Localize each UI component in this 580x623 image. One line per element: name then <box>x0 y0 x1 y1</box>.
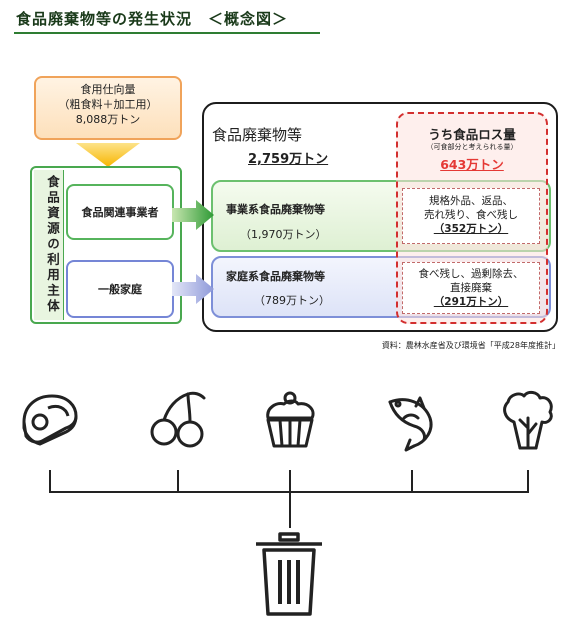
household-waste-value: （789万トン） <box>254 294 330 307</box>
household-waste-label: 家庭系食品廃棄物等 <box>226 270 325 283</box>
cherry-icon <box>150 391 206 448</box>
supply-label: 食用仕向量 <box>80 83 136 96</box>
household-loss-line2: 直接廃棄 <box>450 282 492 294</box>
business-loss-line2: 売れ残り、食べ残し <box>423 209 519 221</box>
household-loss-value: （291万トン） <box>433 296 509 308</box>
food-loss-total: 643万トン <box>440 157 504 172</box>
supply-value: 8,088万トン <box>75 113 141 126</box>
fish-icon <box>388 396 433 452</box>
household-loss-line1: 食べ残し、過剰除去、 <box>418 268 524 280</box>
food-waste-title: 食品廃棄物等 <box>212 126 303 144</box>
cupcake-icon <box>266 391 315 448</box>
household-arrow <box>172 274 214 304</box>
business-loss-box: 規格外品、返品、 売れ残り、食べ残し （352万トン） <box>402 188 540 244</box>
household-loss-box: 食べ残し、過剰除去、 直接廃棄 （291万トン） <box>402 262 540 314</box>
business-arrow <box>172 200 214 230</box>
vegetable-icon <box>503 390 553 450</box>
business-waste-label: 事業系食品廃棄物等 <box>226 203 325 216</box>
food-resource-users-label: 食品資源の利用主体 <box>45 175 60 315</box>
supply-sublabel: （粗食料＋加工用） <box>58 98 158 111</box>
food-resource-users-panel <box>30 166 182 324</box>
business-loss-value: （352万トン） <box>433 223 509 235</box>
food-loss-title: うち食品ロス量 <box>428 127 516 142</box>
users-label-strip <box>34 170 64 320</box>
meat-icon <box>22 394 78 446</box>
business-loss-line1: 規格外品、返品、 <box>429 195 513 207</box>
trash-icon <box>256 532 322 616</box>
page-title: 食品廃棄物等の発生状況 ＜概念図＞ <box>16 10 289 28</box>
title-underline <box>14 32 320 34</box>
household-box: 一般家庭 <box>66 260 174 318</box>
food-supply-box: 食用仕向量 （粗食料＋加工用） 8,088万トン <box>34 76 182 140</box>
food-loss-note: （可食部分と考えられる量） <box>426 143 518 151</box>
supply-down-arrow <box>76 143 140 167</box>
source-note: 資料：農林水産省及び環境省「平成28年度推計」 <box>381 341 560 350</box>
food-business-box: 食品関連事業者 <box>66 184 174 240</box>
business-waste-value: （1,970万トン） <box>240 228 327 241</box>
food-waste-total: 2,759万トン <box>248 152 329 167</box>
